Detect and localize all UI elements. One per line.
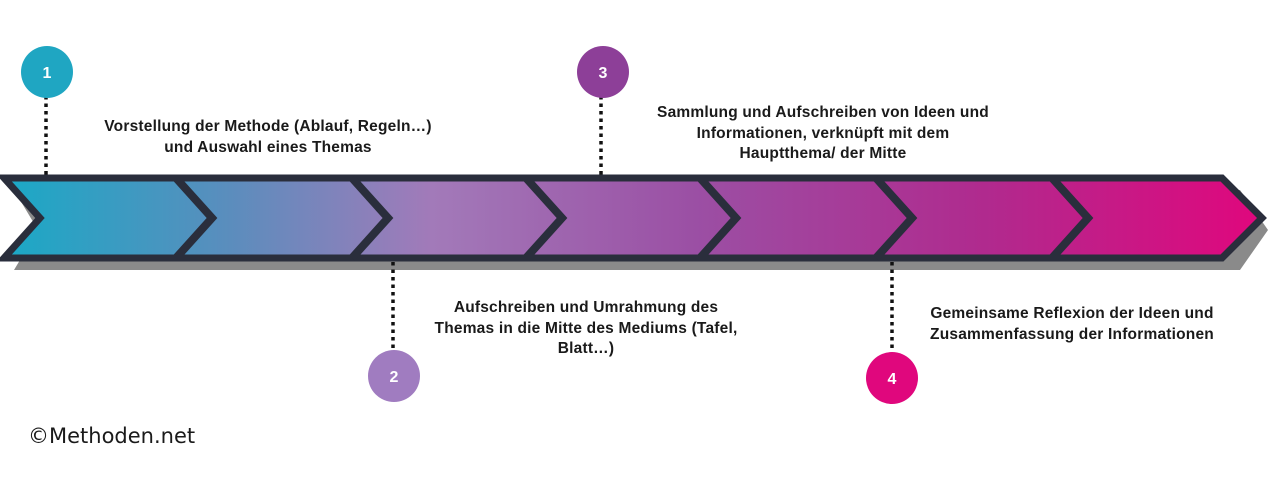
chevron-dividers xyxy=(173,175,1094,261)
step-2-number: 2 xyxy=(390,369,399,386)
step-4-marker: 4 xyxy=(866,352,918,404)
step-1-marker: 1 xyxy=(21,46,73,98)
step-4-number: 4 xyxy=(888,371,897,388)
step-3-marker: 3 xyxy=(577,46,629,98)
dotted-connectors xyxy=(44,96,894,352)
step-1-description: Vorstellung der Methode (Ablauf, Regeln…… xyxy=(104,118,432,156)
step-1-number: 1 xyxy=(43,65,52,82)
arrow-body xyxy=(0,174,1267,262)
step-3-number: 3 xyxy=(599,65,608,82)
step-2-marker: 2 xyxy=(368,350,420,402)
copyright-notice: ©Methoden.net xyxy=(28,424,196,448)
